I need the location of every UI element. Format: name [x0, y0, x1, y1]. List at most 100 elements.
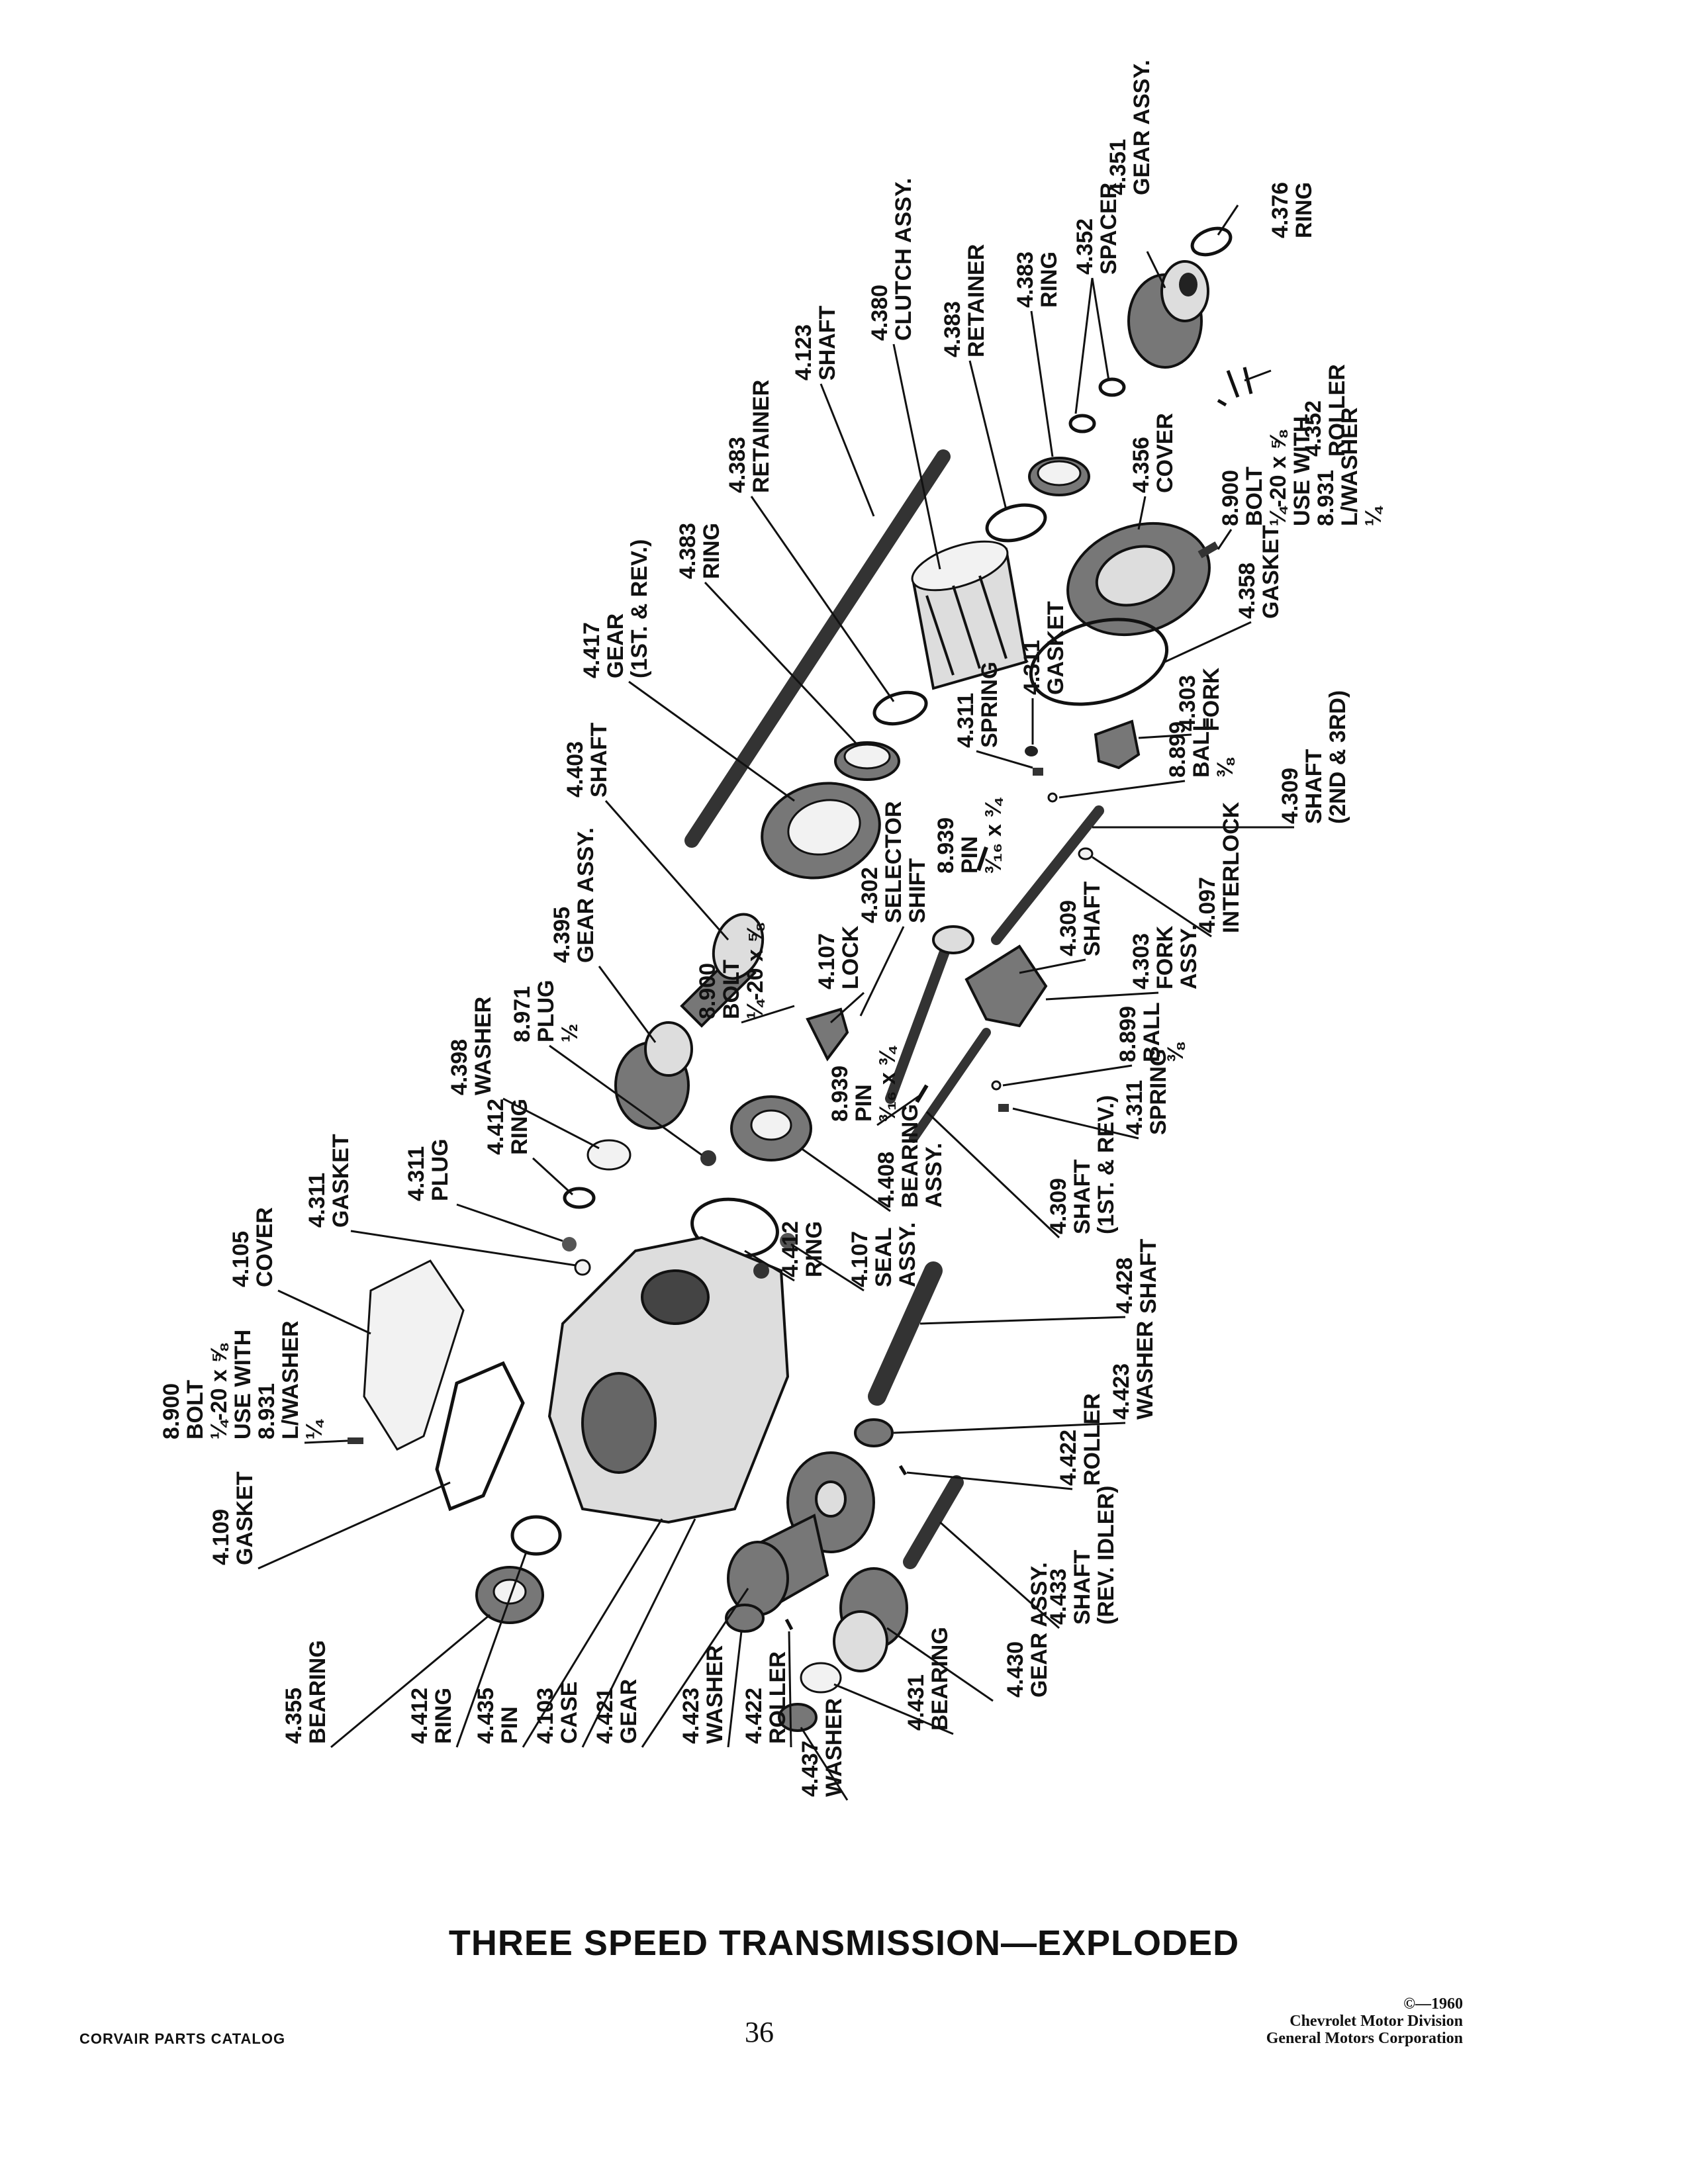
callout-line: ½ [557, 1024, 583, 1042]
callout-line: 4.303 [1175, 675, 1200, 731]
roller-4422-right [898, 1465, 908, 1476]
roller-4422-low [784, 1618, 794, 1631]
gasket-4311-left [574, 1259, 591, 1276]
callout-line: GASKET [1043, 601, 1068, 695]
callout-line: 4.412 [407, 1688, 432, 1744]
callout-line: SHAFT [1080, 881, 1105, 956]
callout-line: CASE [557, 1682, 582, 1744]
bearing-4408 [730, 1095, 812, 1161]
callout-line: ASSY. [921, 1143, 947, 1208]
callout-line: 4.303 [1129, 933, 1154, 989]
callout-line: 8.939 [827, 1066, 853, 1122]
callout-line: 4.123 [791, 324, 816, 381]
corporation: General Motors Corporation [1266, 2030, 1463, 2047]
callout-line: SPRING [1146, 1049, 1171, 1135]
callout-line: 4.422 [741, 1688, 767, 1744]
callout-line: USE WITH [1289, 416, 1315, 526]
callout-line: SPACER [1096, 183, 1121, 275]
callout-line: ¼-20 x ⅝ [207, 1343, 232, 1439]
gasket-small [1025, 746, 1038, 756]
retainer-ring [872, 690, 928, 726]
ball-low [991, 1080, 1002, 1091]
callout-line: 4.109 [209, 1509, 234, 1565]
callout-line: 4.355 [281, 1688, 306, 1744]
callout-line: (2ND & 3RD) [1325, 690, 1350, 824]
callout-line: ¼ [302, 1419, 327, 1439]
gear-4430 [833, 1567, 908, 1672]
lock-4107 [806, 1007, 849, 1062]
shaft-4403-end [712, 913, 765, 980]
callout-line: 4.311 [1019, 640, 1045, 695]
callout-line: 4.417 [579, 622, 604, 678]
callout-line: 4.422 [1056, 1430, 1081, 1486]
callout-line: INTERLOCK [1219, 801, 1244, 933]
pin-low [915, 1084, 929, 1103]
callout-line: 4.311 [305, 1173, 330, 1228]
callout-line: RING [431, 1688, 456, 1744]
bearing-4355 [475, 1566, 544, 1624]
callout-line: BOLT [719, 960, 744, 1019]
callout-line: 4.311 [1122, 1080, 1147, 1135]
callout-line: 4.421 [592, 1688, 618, 1744]
callout-line: 4.352 [1072, 218, 1098, 275]
leader-lines [258, 205, 1294, 1801]
ring-4383 [834, 741, 900, 781]
callout-line: COVER [252, 1207, 277, 1287]
callout-line: 4.352 [1301, 400, 1326, 457]
callout-line: 4.309 [1056, 900, 1081, 956]
callout-line: 8.900 [1218, 470, 1243, 526]
page-title: THREE SPEED TRANSMISSION—EXPLODED [448, 1923, 1240, 1963]
callout-line: L/WASHER [278, 1321, 303, 1439]
fork-top [1094, 719, 1141, 770]
callout-line: SPRING [977, 662, 1002, 748]
callout-line: 4.408 [874, 1152, 899, 1208]
copyright: ©—1960 [1403, 1995, 1463, 2013]
callout-line: 4.395 [549, 907, 575, 963]
callout-line: ASSY. [1176, 925, 1201, 989]
ring-4376 [1190, 226, 1233, 257]
callout-line: PLUG [428, 1139, 453, 1201]
callout-line: 4.097 [1195, 877, 1220, 933]
callout-line: 4.351 [1105, 139, 1131, 195]
callout-line: SEAL [871, 1227, 896, 1287]
callout-line: SHAFT [815, 305, 840, 381]
bearing-4431 [800, 1662, 842, 1694]
callout-line: 4.356 [1129, 437, 1154, 493]
callout-line: RETAINER [749, 380, 774, 493]
callout-line: 4.311 [404, 1146, 429, 1201]
callout-line: 4.309 [1046, 1178, 1071, 1234]
callout-line: 4.403 [563, 741, 588, 797]
washer-4437 [778, 1703, 818, 1732]
callout-line: 4.423 [1109, 1363, 1134, 1420]
callout-line: (1ST. & REV.) [627, 539, 652, 678]
callout-line: COVER [1152, 413, 1178, 493]
callout-line: RING [507, 1099, 532, 1155]
callout-line: 8.939 [933, 817, 959, 874]
gasket-4358 [1029, 617, 1169, 706]
